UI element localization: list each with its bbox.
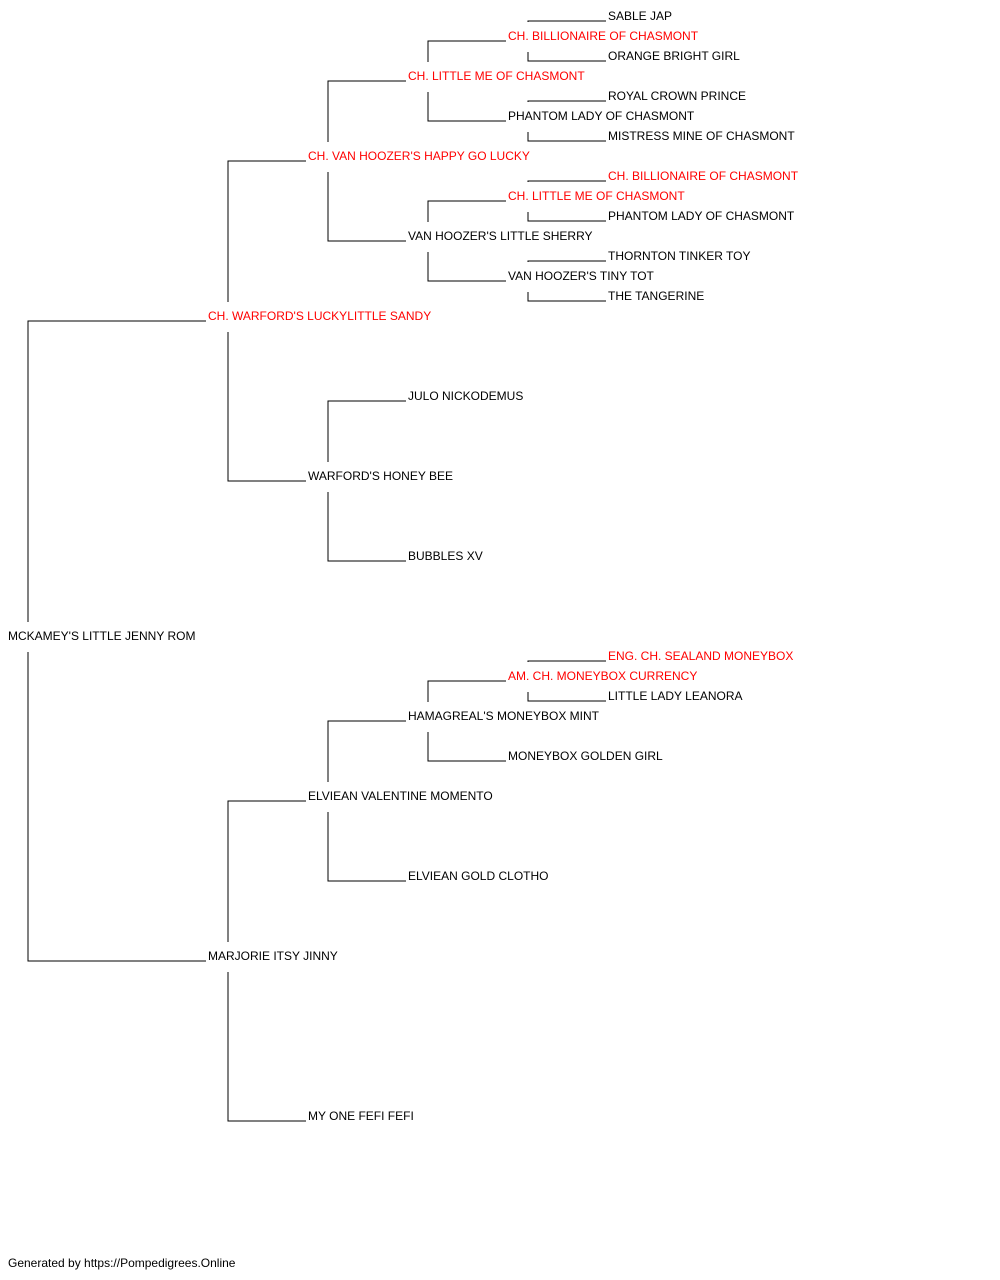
ancestor-d-s-s-s-s: ENG. CH. SEALAND MONEYBOX (608, 649, 793, 663)
ancestor-s-s-s-s-s: SABLE JAP (608, 9, 672, 23)
ancestor-s-s-s-d-d: MISTRESS MINE OF CHASMONT (608, 129, 795, 143)
ancestor-s-s-d-d-d: THE TANGERINE (608, 289, 704, 303)
ancestor-s-d: WARFORD'S HONEY BEE (308, 469, 453, 483)
ancestor-d-s-s-s-d: LITTLE LADY LEANORA (608, 689, 743, 703)
connector-s-s (227, 160, 306, 302)
connector-s-s-d (327, 172, 406, 242)
connector-s-s-d-s (427, 200, 506, 222)
footer-credit: Generated by https://Pompedigrees.Online (8, 1256, 236, 1270)
connector-d-d (227, 972, 306, 1122)
ancestor-s-s-d-s-d: PHANTOM LADY OF CHASMONT (608, 209, 795, 223)
ancestor-s-s-d-d: VAN HOOZER'S TINY TOT (508, 269, 655, 283)
connector-s (27, 320, 206, 622)
connector-s-d-d (327, 492, 406, 562)
connector-s-s-s (327, 80, 406, 142)
connector-d-s-s (327, 720, 406, 782)
connector-s-s-s-s (427, 40, 506, 62)
ancestor-s-s-d-s: CH. LITTLE ME OF CHASMONT (508, 189, 685, 203)
connector-s-s-d-s-d (527, 212, 606, 222)
connector-s-s-d-d-s (527, 260, 606, 262)
connector-s-s-s-d-d (527, 132, 606, 142)
subject-name: MCKAMEY'S LITTLE JENNY ROM (8, 629, 195, 643)
connector-d-s-s-s-s (527, 660, 606, 662)
ancestor-s-s-s-d: PHANTOM LADY OF CHASMONT (508, 109, 695, 123)
connector-d-s (227, 800, 306, 942)
ancestor-s-s-s-s: CH. BILLIONAIRE OF CHASMONT (508, 29, 699, 43)
ancestor-s-s-d-d-s: THORNTON TINKER TOY (608, 249, 750, 263)
connector-s-s-s-s-s (527, 20, 606, 22)
connector-s-d (227, 332, 306, 482)
connector-d-s-s-d (427, 732, 506, 762)
connector-s-s-s-s-d (527, 52, 606, 62)
connector-d (27, 652, 206, 962)
ancestor-s-d-s: JULO NICKODEMUS (408, 389, 523, 403)
ancestor-s: CH. WARFORD'S LUCKYLITTLE SANDY (208, 309, 431, 323)
ancestor-s-s: CH. VAN HOOZER'S HAPPY GO LUCKY (308, 149, 530, 163)
connector-d-s-s-s-d (527, 692, 606, 702)
connector-s-s-s-d (427, 92, 506, 122)
connector-s-s-d-s-s (527, 180, 606, 182)
ancestor-d-s: ELVIEAN VALENTINE MOMENTO (308, 789, 493, 803)
ancestor-d-s-s-d: MONEYBOX GOLDEN GIRL (508, 749, 663, 763)
connector-s-d-s (327, 400, 406, 462)
ancestor-d-s-s: HAMAGREAL'S MONEYBOX MINT (408, 709, 600, 723)
connector-s-s-d-d (427, 252, 506, 282)
ancestor-s-s-d-s-s: CH. BILLIONAIRE OF CHASMONT (608, 169, 799, 183)
ancestor-d-s-s-s: AM. CH. MONEYBOX CURRENCY (508, 669, 697, 683)
connector-s-s-s-d-s (527, 100, 606, 102)
connector-s-s-d-d-d (527, 292, 606, 302)
ancestor-d: MARJORIE ITSY JINNY (208, 949, 338, 963)
ancestor-s-d-d: BUBBLES XV (408, 549, 483, 563)
ancestor-s-s-s-d-s: ROYAL CROWN PRINCE (608, 89, 746, 103)
ancestor-s-s-s: CH. LITTLE ME OF CHASMONT (408, 69, 585, 83)
connector-d-s-d (327, 812, 406, 882)
ancestor-d-d: MY ONE FEFI FEFI (308, 1109, 414, 1123)
connector-d-s-s-s (427, 680, 506, 702)
ancestor-s-s-d: VAN HOOZER'S LITTLE SHERRY (408, 229, 593, 243)
ancestor-d-s-d: ELVIEAN GOLD CLOTHO (408, 869, 548, 883)
ancestor-s-s-s-s-d: ORANGE BRIGHT GIRL (608, 49, 740, 63)
